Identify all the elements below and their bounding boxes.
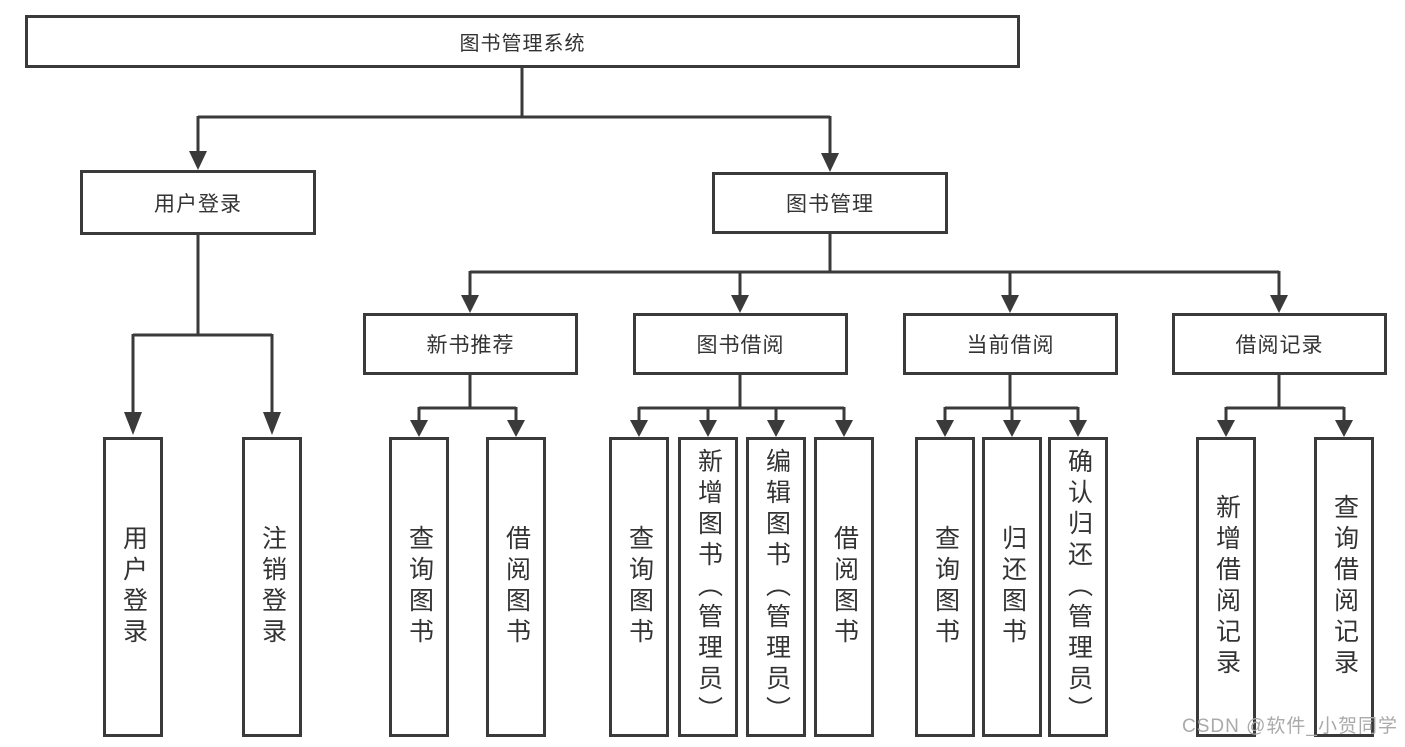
- connector-newbook-leaves: [417, 375, 518, 421]
- arrowhead-icon: [189, 151, 207, 170]
- node-user-login: 用户登录: [80, 170, 316, 235]
- leaf-add-books-admin: 新增图书（管理员）: [678, 437, 738, 737]
- connector-bookmgmt-level2: [468, 234, 1281, 296]
- arrowhead-icon: [461, 295, 479, 313]
- leaf-edit-books-admin: 编辑图书（管理员）: [746, 437, 806, 737]
- node-library-management-system: 图书管理系统: [25, 15, 1020, 68]
- node-book-borrow: 图书借阅: [633, 313, 848, 375]
- leaf-confirm-return-admin-label: 确认归还（管理员）: [1064, 447, 1093, 727]
- node-book-borrow-label: 图书借阅: [696, 334, 785, 357]
- arrowhead-icon: [1003, 420, 1021, 437]
- node-borrow-records: 借阅记录: [1172, 313, 1387, 375]
- arrowhead-icon: [124, 412, 142, 435]
- leaf-query-books-borrow-label: 查询图书: [625, 525, 654, 649]
- node-book-management: 图书管理: [712, 172, 948, 234]
- leaf-return-books-label: 归还图书: [998, 525, 1027, 649]
- leaf-query-books-current-label: 查询图书: [931, 525, 960, 649]
- connector-bookborrow-leaves: [637, 375, 846, 421]
- leaf-user-login: 用户登录: [103, 437, 163, 737]
- arrowheads: [124, 151, 1353, 437]
- node-current-borrow: 当前借阅: [903, 313, 1118, 375]
- arrowhead-icon: [821, 153, 839, 172]
- node-borrow-records-label: 借阅记录: [1235, 334, 1324, 357]
- arrowhead-icon: [507, 420, 525, 437]
- leaf-add-borrow-record-label: 新增借阅记录: [1212, 494, 1241, 680]
- arrowhead-icon: [1069, 420, 1087, 437]
- leaf-edit-books-admin-label: 编辑图书（管理员）: [762, 447, 791, 727]
- leaf-query-books-borrow: 查询图书: [609, 437, 669, 737]
- leaf-add-borrow-record: 新增借阅记录: [1196, 437, 1256, 737]
- arrowhead-icon: [936, 420, 954, 437]
- leaf-borrow-books-recommend: 借阅图书: [486, 437, 546, 737]
- node-user-login-label: 用户登录: [154, 192, 242, 216]
- leaf-query-books-current: 查询图书: [915, 437, 975, 737]
- csdn-watermark: CSDN @软件_小贺同学: [1182, 716, 1398, 737]
- arrowhead-icon: [410, 420, 428, 437]
- leaf-borrow-books-label: 借阅图书: [830, 525, 859, 649]
- arrowhead-icon: [835, 420, 853, 437]
- connector-records-leaves: [1224, 375, 1346, 421]
- arrowhead-icon: [1217, 420, 1235, 437]
- leaf-query-borrow-record-label: 查询借阅记录: [1330, 494, 1359, 680]
- connector-lines: [131, 67, 1346, 421]
- node-new-book-recommend: 新书推荐: [363, 313, 578, 375]
- arrowhead-icon: [1001, 295, 1019, 313]
- leaf-logout-label: 注销登录: [258, 525, 287, 649]
- leaf-confirm-return-admin: 确认归还（管理员）: [1048, 437, 1108, 737]
- node-new-book-recommend-label: 新书推荐: [426, 334, 515, 357]
- leaf-query-books-recommend-label: 查询图书: [405, 525, 434, 649]
- connector-userlogin-leaves: [131, 235, 274, 413]
- arrowhead-icon: [767, 420, 785, 437]
- leaf-query-borrow-record: 查询借阅记录: [1314, 437, 1374, 737]
- leaf-logout: 注销登录: [242, 437, 302, 737]
- arrowhead-icon: [731, 295, 749, 313]
- leaf-return-books: 归还图书: [982, 437, 1042, 737]
- connector-root-level1: [196, 67, 832, 154]
- leaf-borrow-books-recommend-label: 借阅图书: [502, 525, 531, 649]
- node-current-borrow-label: 当前借阅: [966, 334, 1055, 357]
- arrowhead-icon: [630, 420, 648, 437]
- leaf-add-books-admin-label: 新增图书（管理员）: [694, 447, 723, 727]
- node-book-management-label: 图书管理: [786, 193, 874, 216]
- leaf-borrow-books: 借阅图书: [814, 437, 874, 737]
- arrowhead-icon: [1270, 295, 1288, 313]
- leaf-user-login-label: 用户登录: [119, 525, 148, 649]
- arrowhead-icon: [1335, 420, 1353, 437]
- connector-currentborrow-leaves: [943, 375, 1080, 421]
- leaf-query-books-recommend: 查询图书: [389, 437, 449, 737]
- node-library-management-system-label: 图书管理系统: [459, 33, 586, 55]
- arrowhead-icon: [263, 412, 281, 435]
- arrowhead-icon: [699, 420, 717, 437]
